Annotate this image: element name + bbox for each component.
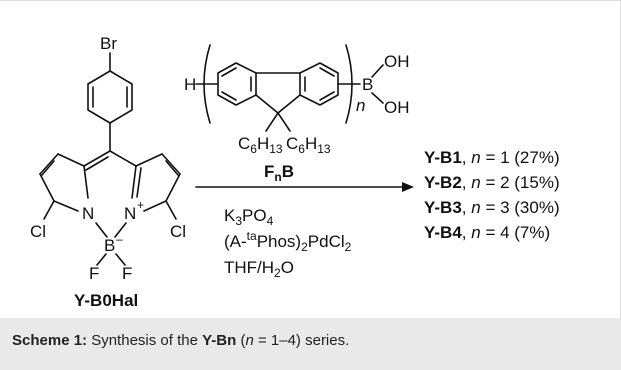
- reagent-name: FnB: [264, 162, 294, 184]
- atom-b-label: B: [104, 236, 115, 255]
- atom-f-left-label: F: [89, 264, 99, 283]
- caption-series: Y-Bn: [202, 332, 237, 349]
- repeat-bracket-right: [345, 44, 353, 124]
- reagent-oh-bottom: OH: [384, 98, 410, 117]
- condition-base: K3PO4: [224, 206, 274, 228]
- hexyl-left: C6H13: [238, 134, 283, 156]
- atom-cl-left-label: Cl: [30, 222, 46, 241]
- bromophenyl-ring: [87, 70, 133, 124]
- fluorene-unit: [195, 62, 384, 132]
- repeat-bracket-left: [203, 44, 211, 124]
- reagent-h-atom: H: [184, 75, 196, 94]
- caption-label: Scheme 1:: [12, 332, 88, 349]
- reagent-b-atom: B: [362, 75, 373, 94]
- product-y-b3: Y-B3, n = 3 (30%): [424, 198, 560, 217]
- bodipy-core: [39, 150, 181, 266]
- reagent-oh-top: OH: [384, 52, 410, 71]
- scheme-caption: Scheme 1: Synthesis of the Y-Bn (n = 1–4…: [0, 318, 621, 370]
- charge-plus: +: [137, 198, 144, 212]
- hexyl-right: C6H13: [286, 134, 331, 156]
- scheme-drawing-area: Br N N + B – F F Cl Cl Y-B0Hal H B OH OH…: [0, 0, 621, 318]
- atom-n-right-label: N: [124, 204, 136, 223]
- caption-var: n: [245, 332, 254, 349]
- caption-text-c: = 1–4) series.: [253, 332, 350, 349]
- reactant-name: Y-B0Hal: [74, 291, 138, 310]
- condition-solvent: THF/H2O: [224, 258, 294, 280]
- reaction-scheme-svg: Br N N + B – F F Cl Cl Y-B0Hal H B OH OH…: [30, 34, 560, 310]
- repeat-variable: n: [356, 96, 365, 115]
- product-y-b1: Y-B1, n = 1 (27%): [424, 148, 560, 167]
- condition-catalyst: (A-taPhos)2PdCl2: [224, 229, 352, 254]
- atom-n-left-label: N: [82, 204, 94, 223]
- caption-text-b: (: [236, 332, 246, 349]
- atom-cl-right-label: Cl: [170, 222, 186, 241]
- arrow-head: [402, 182, 414, 192]
- product-y-b2: Y-B2, n = 2 (15%): [424, 173, 560, 192]
- charge-minus: –: [116, 232, 123, 246]
- caption-text-a: Synthesis of the: [87, 332, 203, 349]
- product-y-b4: Y-B4, n = 4 (7%): [424, 223, 550, 242]
- atom-br-label: Br: [100, 34, 117, 53]
- atom-f-right-label: F: [122, 264, 132, 283]
